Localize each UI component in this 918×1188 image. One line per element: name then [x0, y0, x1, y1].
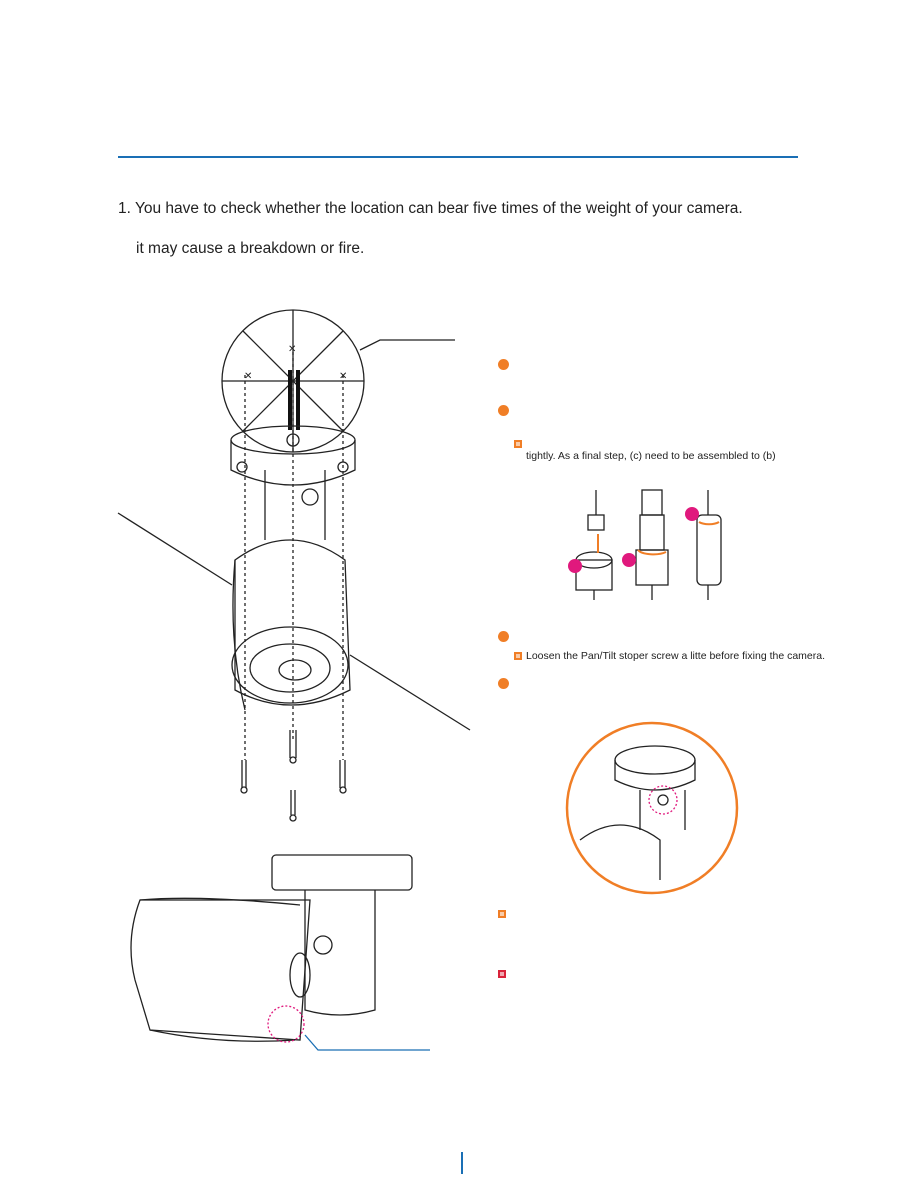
- warning-icon: [498, 970, 506, 978]
- svg-text:✕: ✕: [288, 344, 296, 355]
- instruction-line-1: 1. You have to check whether the locatio…: [118, 200, 743, 217]
- step-a-bullet: [498, 359, 509, 370]
- pan-tilt-note-text: Loosen the Pan/Tilt stoper screw a litte…: [526, 650, 826, 662]
- note-icon: [498, 910, 506, 918]
- page-number-divider: [461, 1152, 463, 1174]
- header-rule: [118, 156, 798, 158]
- svg-text:✕: ✕: [244, 371, 252, 382]
- step-d-bullet: [498, 678, 509, 689]
- instruction-line-2: it may cause a breakdown or fire.: [136, 240, 365, 257]
- step-c-bullet: [498, 631, 509, 642]
- step-b-bullet: [498, 405, 509, 416]
- assembly-note-text: tightly. As a final step, (c) need to be…: [526, 450, 776, 462]
- note-icon: [514, 440, 522, 448]
- note-icon: [514, 652, 522, 660]
